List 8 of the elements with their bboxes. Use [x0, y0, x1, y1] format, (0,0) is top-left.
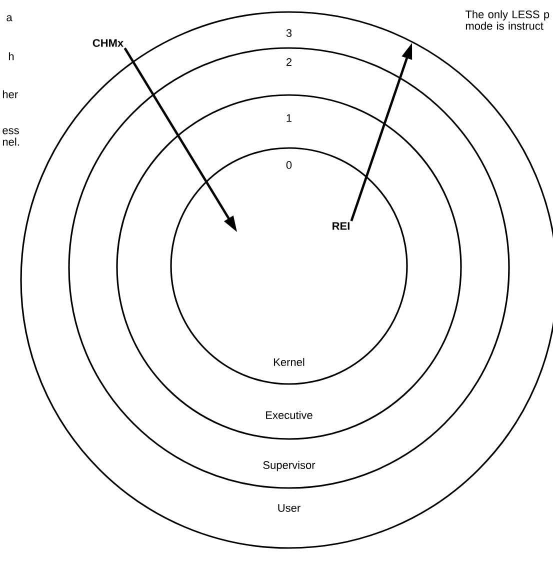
note-text: h: [8, 52, 14, 60]
arrow-label: CHMx: [92, 39, 124, 47]
arrow-label: REI: [332, 222, 350, 230]
note-text: ess nel.: [2, 128, 19, 146]
note-text: her: [2, 90, 18, 98]
note-text: a: [6, 15, 12, 22]
note-text: The only LESS p mode is instruct: [465, 10, 550, 30]
arrow: [350, 43, 412, 222]
